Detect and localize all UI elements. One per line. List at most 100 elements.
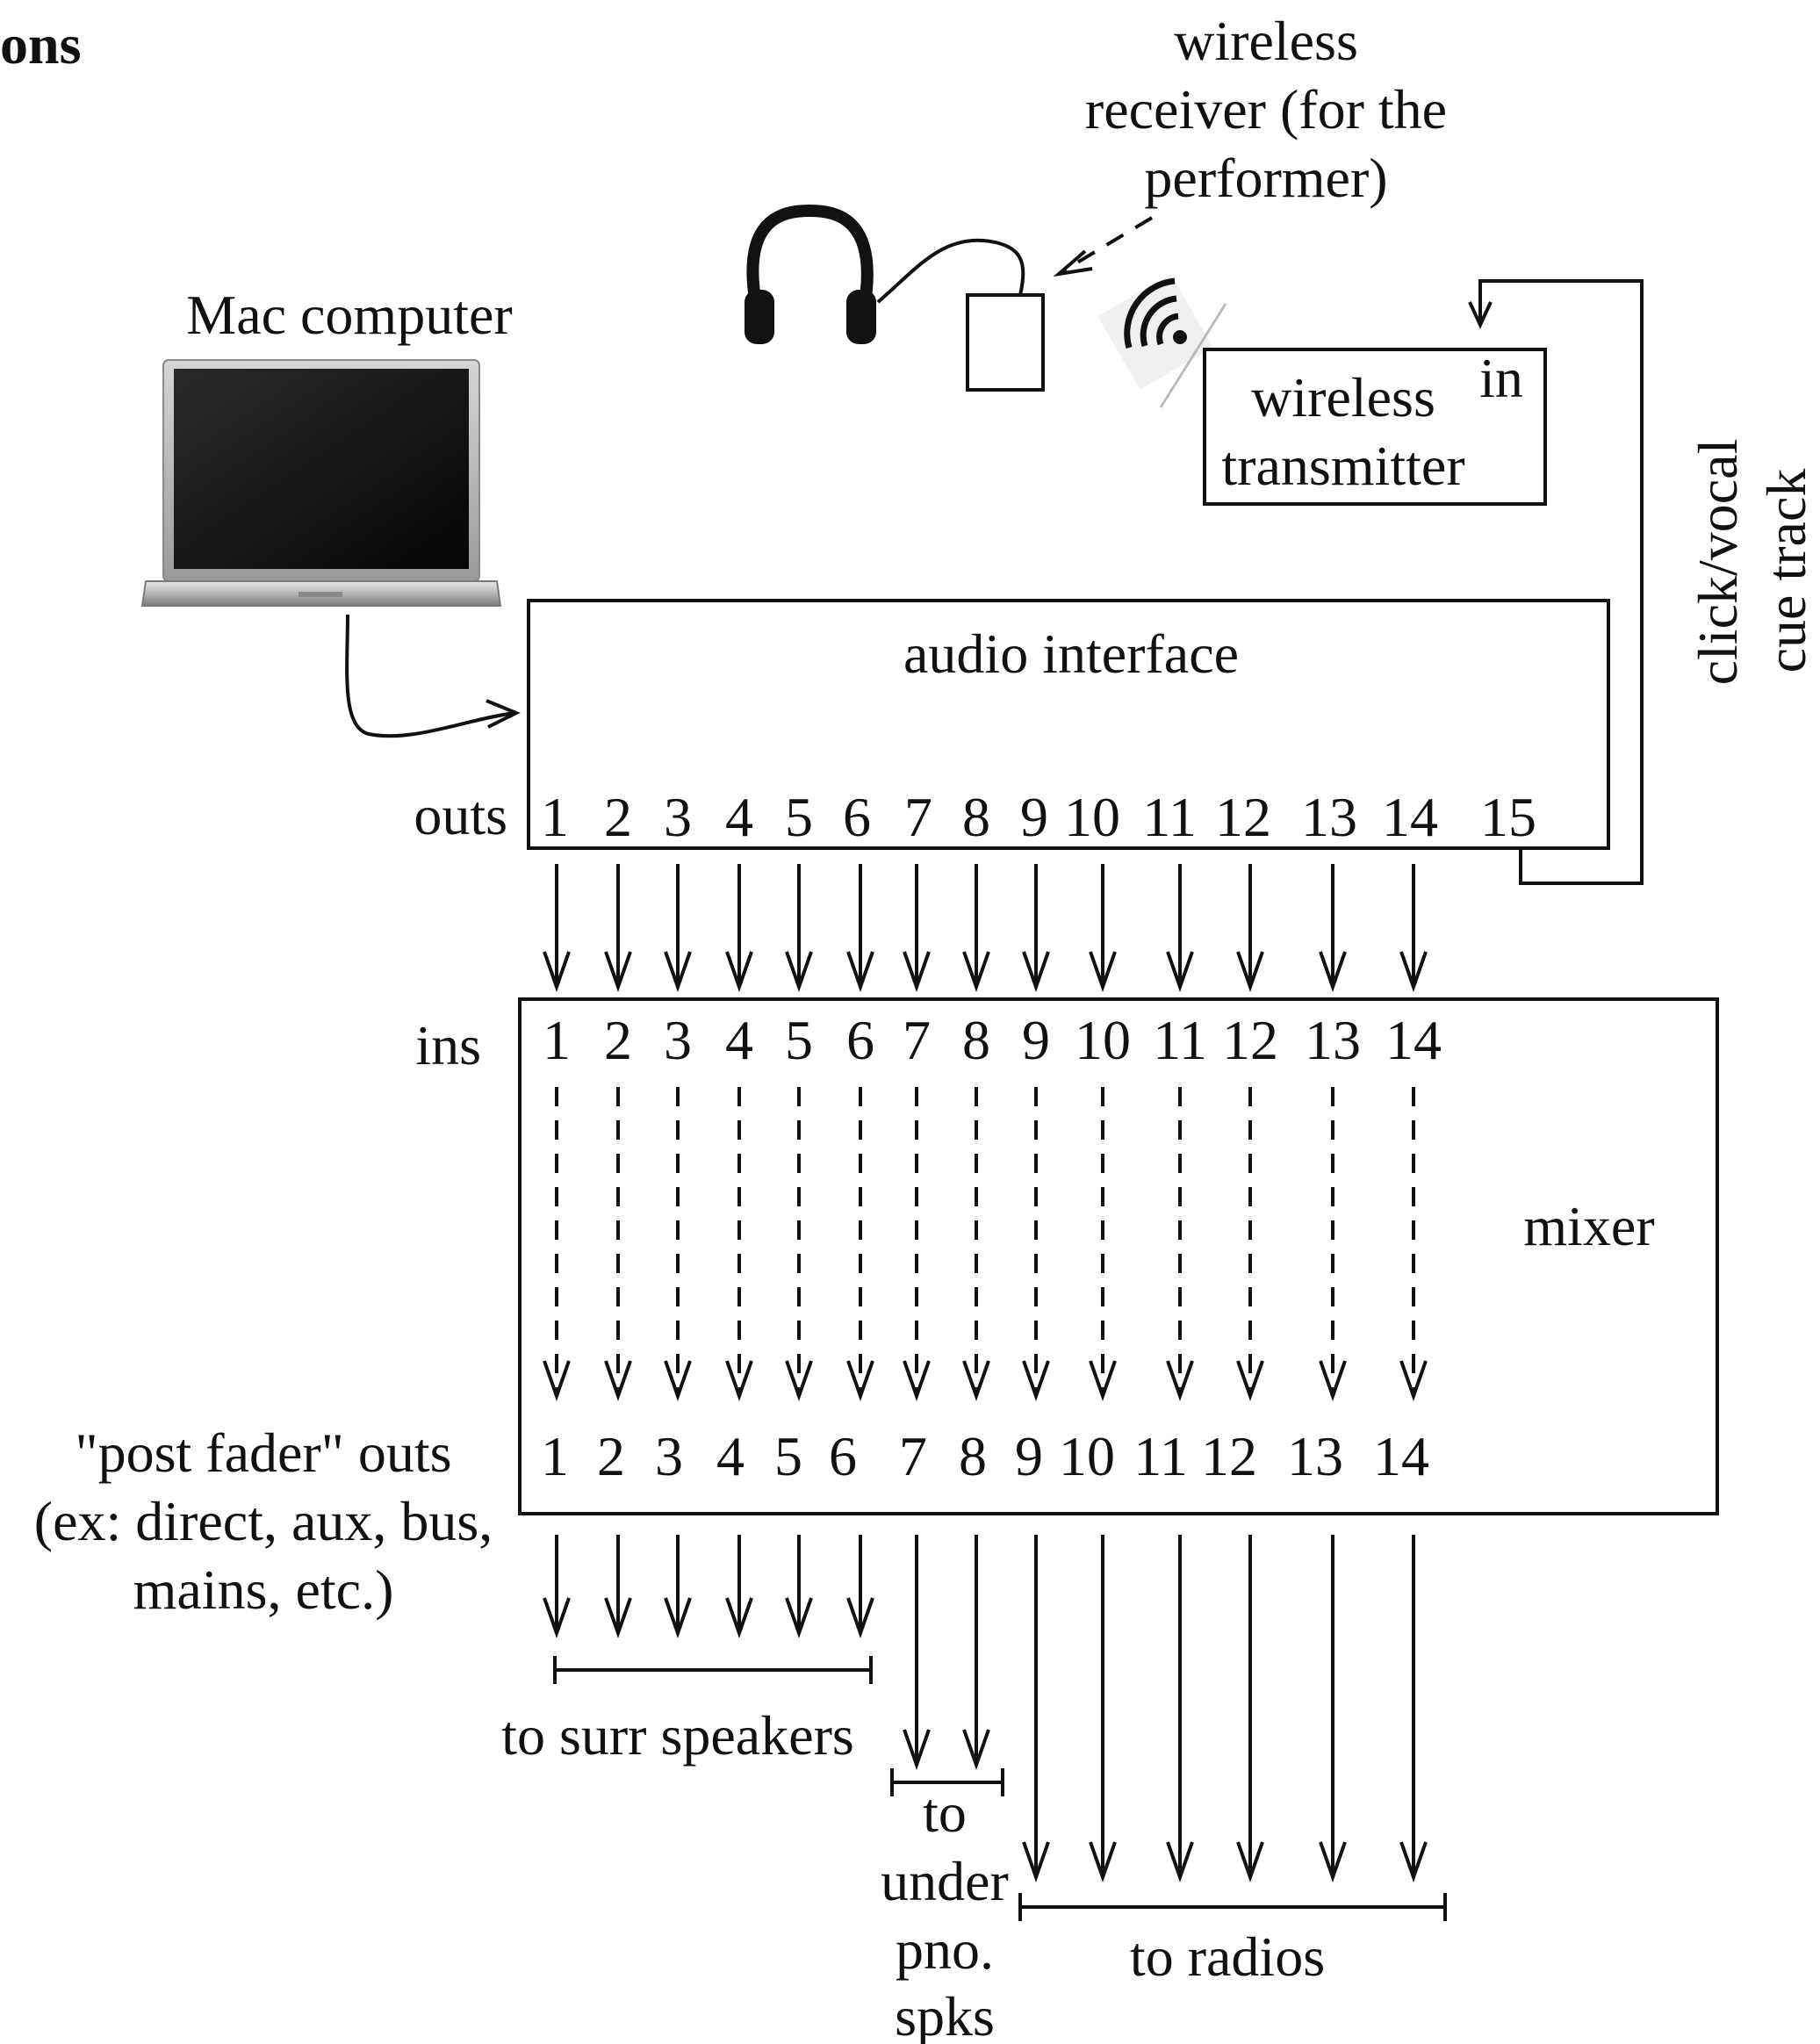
mixer-in-7: 7 xyxy=(903,1009,931,1071)
cue-label-line2: cue track xyxy=(1755,469,1817,673)
receiver-label-line2: receiver (for the xyxy=(1085,78,1447,140)
mixer-in-4: 4 xyxy=(725,1009,753,1071)
mixer-dashed-arrow-11-arrowhead xyxy=(1166,1360,1194,1402)
mixer-out-6: 6 xyxy=(829,1425,857,1487)
radios-label: to radios xyxy=(1130,1925,1325,1988)
surr-speakers-label: to surr speakers xyxy=(501,1704,854,1767)
interface-to-mixer-arrow-12-arrowhead xyxy=(1236,951,1264,993)
interface-to-mixer-arrow-3-arrowhead xyxy=(664,951,692,993)
mixer-dashed-arrow-1-arrowhead xyxy=(543,1360,571,1402)
cue-track-arrowhead xyxy=(1468,301,1493,329)
mixer-dashed-arrow-2-arrowhead xyxy=(604,1360,632,1402)
interface-to-mixer-arrow-4-arrowhead xyxy=(725,951,753,993)
cue-track-routing-line xyxy=(1478,279,1644,885)
under-piano-label-line2: under xyxy=(881,1850,1009,1912)
receiver-pointer-arrowhead xyxy=(1053,249,1093,277)
interface-out-1: 1 xyxy=(541,786,569,848)
heading-fragment: ons xyxy=(0,13,82,76)
headphones-icon xyxy=(745,204,876,344)
under-piano-label-line1: to xyxy=(923,1781,967,1844)
mixer-in-10: 10 xyxy=(1075,1009,1131,1071)
mixer-in-2: 2 xyxy=(604,1009,632,1071)
mixer-in-3: 3 xyxy=(664,1009,692,1071)
mixer-internal-dashed-arrows xyxy=(543,1087,1428,1402)
mixer-in-1: 1 xyxy=(543,1009,571,1071)
interface-to-mixer-arrow-11-arrowhead xyxy=(1166,951,1194,993)
surr-speakers-bracket xyxy=(553,1656,873,1684)
mixer-dashed-arrow-4-arrowhead xyxy=(725,1360,753,1402)
interface-to-mixer-arrow-14-arrowhead xyxy=(1399,951,1428,993)
interface-to-mixer-arrow-6-arrowhead xyxy=(846,951,874,993)
mixer-out-8: 8 xyxy=(959,1425,987,1487)
wireless-signal-icon xyxy=(1097,274,1227,408)
mixer-dashed-arrow-7-arrowhead xyxy=(903,1360,931,1402)
mixer-dashed-arrow-12-arrowhead xyxy=(1236,1360,1264,1402)
mixer-in-12: 12 xyxy=(1222,1009,1278,1071)
transmitter-label-line2: transmitter xyxy=(1221,435,1464,497)
mixer-dashed-arrow-14-arrowhead xyxy=(1399,1360,1428,1402)
headphone-cable xyxy=(876,238,1025,304)
mixer-out-arrow-6-arrowhead xyxy=(846,1597,874,1639)
interface-to-mixer-arrow-2-arrowhead xyxy=(604,951,632,993)
mixer-out-arrow-11-arrowhead xyxy=(1166,1841,1194,1883)
mixer-out-10: 10 xyxy=(1059,1425,1115,1487)
mixer-out-1: 1 xyxy=(541,1425,569,1487)
mixer-out-arrow-14-arrowhead xyxy=(1399,1841,1428,1883)
interface-to-mixer-arrow-7-arrowhead xyxy=(903,951,931,993)
mixer-dashed-arrow-3-arrowhead xyxy=(664,1360,692,1402)
cue-label-line1: click/vocal xyxy=(1687,439,1749,686)
interface-out-2: 2 xyxy=(604,786,632,848)
mixer-in-11: 11 xyxy=(1153,1009,1207,1071)
ins-label: ins xyxy=(415,1014,481,1076)
mixer-out-arrow-4-arrowhead xyxy=(725,1597,753,1639)
interface-to-mixer-arrow-9-arrowhead xyxy=(1022,951,1050,993)
mixer-out-11: 11 xyxy=(1133,1425,1188,1487)
receiver-pointer-dashed xyxy=(1062,216,1154,272)
interface-out-11: 11 xyxy=(1142,786,1197,848)
interface-out-15: 15 xyxy=(1480,786,1536,848)
post-fader-label-line1: "post fader" outs xyxy=(75,1421,451,1484)
mixer-out-arrow-9-arrowhead xyxy=(1022,1841,1050,1883)
receiver-label-line1: wireless xyxy=(1174,10,1358,72)
mixer-in-8: 8 xyxy=(962,1009,990,1071)
audio-interface-box xyxy=(527,599,1610,850)
mixer-dashed-arrow-10-arrowhead xyxy=(1089,1360,1117,1402)
interface-out-13: 13 xyxy=(1301,786,1357,848)
interface-out-12: 12 xyxy=(1215,786,1271,848)
interface-out-4: 4 xyxy=(725,786,753,848)
interface-out-9: 9 xyxy=(1020,786,1048,848)
mixer-dashed-arrow-9-arrowhead xyxy=(1022,1360,1050,1402)
mixer-out-2: 2 xyxy=(597,1425,625,1487)
under-piano-label-line3: pno. xyxy=(896,1918,994,1981)
mixer-dashed-arrow-6-arrowhead xyxy=(846,1360,874,1402)
mixer-out-arrow-3-arrowhead xyxy=(664,1597,692,1639)
mixer-out-5: 5 xyxy=(774,1425,802,1487)
mixer-dashed-arrow-13-arrowhead xyxy=(1319,1360,1347,1402)
mixer-in-13: 13 xyxy=(1305,1009,1361,1071)
mixer-out-9: 9 xyxy=(1015,1425,1043,1487)
interface-to-mixer-arrow-8-arrowhead xyxy=(962,951,990,993)
mixer-output-arrows xyxy=(543,1535,1428,1883)
mixer-out-arrow-8-arrowhead xyxy=(962,1729,990,1771)
mixer-out-3: 3 xyxy=(655,1425,683,1487)
mixer-box xyxy=(518,997,1719,1515)
mixer-out-arrow-1-arrowhead xyxy=(543,1597,571,1639)
audio-interface-label: audio interface xyxy=(903,623,1239,685)
interface-out-10: 10 xyxy=(1064,786,1120,848)
post-fader-label-line3: mains, etc.) xyxy=(133,1558,394,1621)
laptop-to-interface-cable xyxy=(345,614,515,738)
post-fader-label-line2: (ex: direct, aux, bus, xyxy=(34,1490,493,1552)
interface-out-7: 7 xyxy=(904,786,932,848)
receiver-box-icon xyxy=(966,293,1045,392)
interface-to-mixer-arrow-10-arrowhead xyxy=(1089,951,1117,993)
laptop-cable-arrowhead xyxy=(486,699,521,729)
interface-out-5: 5 xyxy=(785,786,813,848)
mixer-out-arrow-13-arrowhead xyxy=(1319,1841,1347,1883)
mixer-in-5: 5 xyxy=(785,1009,813,1071)
mixer-out-arrow-10-arrowhead xyxy=(1089,1841,1117,1883)
mixer-dashed-arrow-8-arrowhead xyxy=(962,1360,990,1402)
interface-out-14: 14 xyxy=(1382,786,1438,848)
